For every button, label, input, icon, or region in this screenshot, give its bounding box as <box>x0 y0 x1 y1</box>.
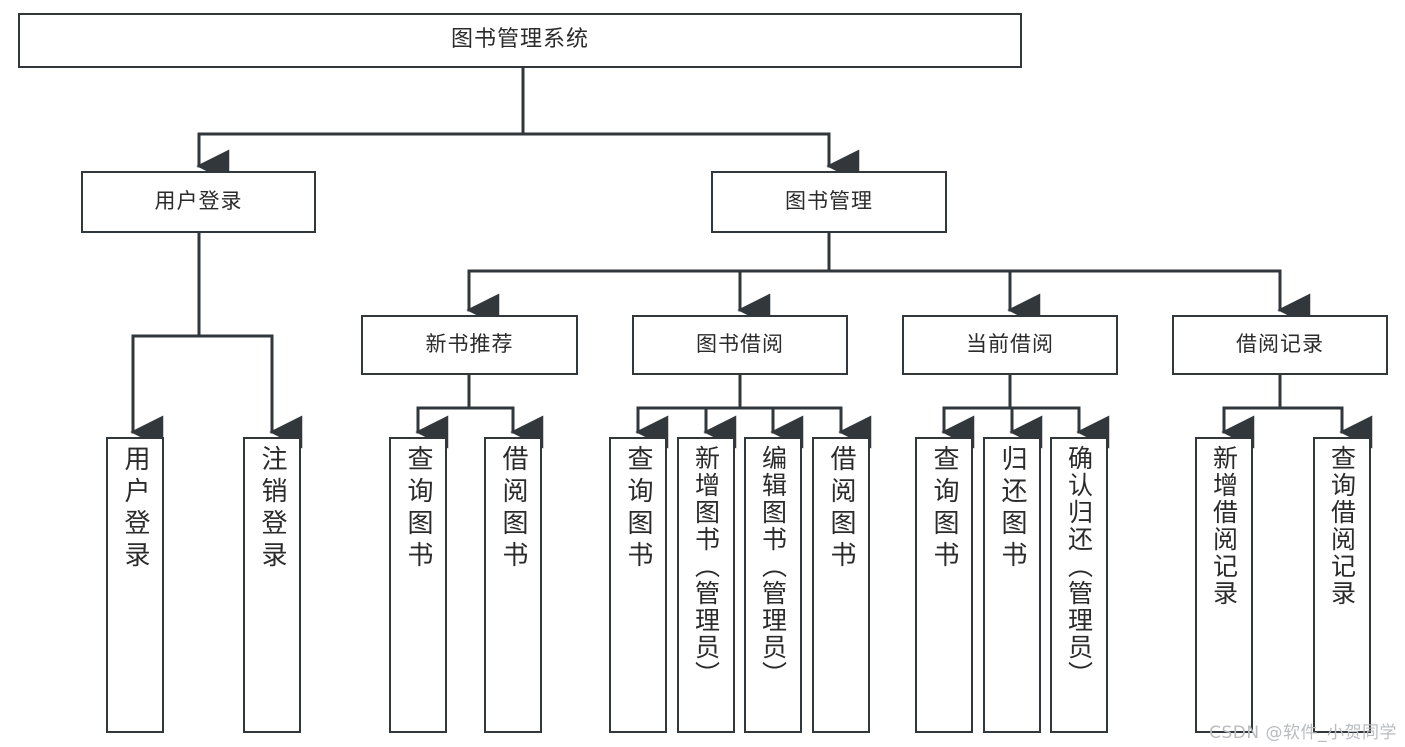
leaf-query-book-current[interactable]: 查询图书 <box>915 437 973 733</box>
node-current-borrow-label: 当前借阅 <box>966 332 1054 357</box>
leaf-borrow-book-rec[interactable]: 借阅图书 <box>484 437 542 733</box>
leaf-return-book-label: 归还图书 <box>997 445 1027 573</box>
leaf-query-borrow-record-label: 查询借阅记录 <box>1327 445 1357 607</box>
node-book-borrow-label: 图书借阅 <box>696 332 784 357</box>
leaf-borrow-book[interactable]: 借阅图书 <box>812 437 870 733</box>
node-new-book-recommend-label: 新书推荐 <box>425 332 514 357</box>
leaf-query-borrow-record[interactable]: 查询借阅记录 <box>1313 437 1371 733</box>
csdn-watermark: CSDN @软件_小贺同学 <box>1209 723 1397 743</box>
node-current-borrow[interactable]: 当前借阅 <box>902 315 1118 375</box>
leaf-query-book-rec[interactable]: 查询图书 <box>389 437 447 733</box>
node-user-login[interactable]: 用户登录 <box>81 171 316 233</box>
leaf-add-borrow-record-label: 新增借阅记录 <box>1209 445 1239 607</box>
node-new-book-recommend[interactable]: 新书推荐 <box>361 315 578 375</box>
leaf-query-book-borrow-label: 查询图书 <box>623 445 653 573</box>
node-borrow-record[interactable]: 借阅记录 <box>1172 315 1388 375</box>
node-book-borrow[interactable]: 图书借阅 <box>632 315 848 375</box>
leaf-borrow-book-label: 借阅图书 <box>826 445 856 573</box>
leaf-edit-book-admin[interactable]: 编辑图书（管理员） <box>744 437 802 733</box>
leaf-logout[interactable]: 注销登录 <box>243 437 301 733</box>
leaf-return-book[interactable]: 归还图书 <box>983 437 1041 733</box>
leaf-query-book-rec-label: 查询图书 <box>403 445 433 573</box>
leaf-confirm-return-admin[interactable]: 确认归还（管理员） <box>1050 437 1108 733</box>
leaf-edit-book-admin-label: 编辑图书（管理员） <box>758 445 788 688</box>
node-borrow-record-label: 借阅记录 <box>1236 332 1324 357</box>
leaf-logout-label: 注销登录 <box>257 445 287 573</box>
node-root[interactable]: 图书管理系统 <box>18 13 1022 68</box>
leaf-query-book-current-label: 查询图书 <box>929 445 959 573</box>
leaf-user-login-label: 用户登录 <box>120 445 150 573</box>
node-book-management[interactable]: 图书管理 <box>711 171 947 233</box>
leaf-add-borrow-record[interactable]: 新增借阅记录 <box>1195 437 1253 733</box>
leaf-add-book-admin-label: 新增图书（管理员） <box>691 445 721 688</box>
leaf-add-book-admin[interactable]: 新增图书（管理员） <box>677 437 735 733</box>
leaf-confirm-return-admin-label: 确认归还（管理员） <box>1064 445 1094 688</box>
node-user-login-label: 用户登录 <box>154 189 243 214</box>
leaf-borrow-book-rec-label: 借阅图书 <box>498 445 528 573</box>
leaf-user-login[interactable]: 用户登录 <box>106 437 164 733</box>
leaf-query-book-borrow[interactable]: 查询图书 <box>609 437 667 733</box>
node-book-management-label: 图书管理 <box>785 189 873 214</box>
node-root-label: 图书管理系统 <box>450 27 589 53</box>
